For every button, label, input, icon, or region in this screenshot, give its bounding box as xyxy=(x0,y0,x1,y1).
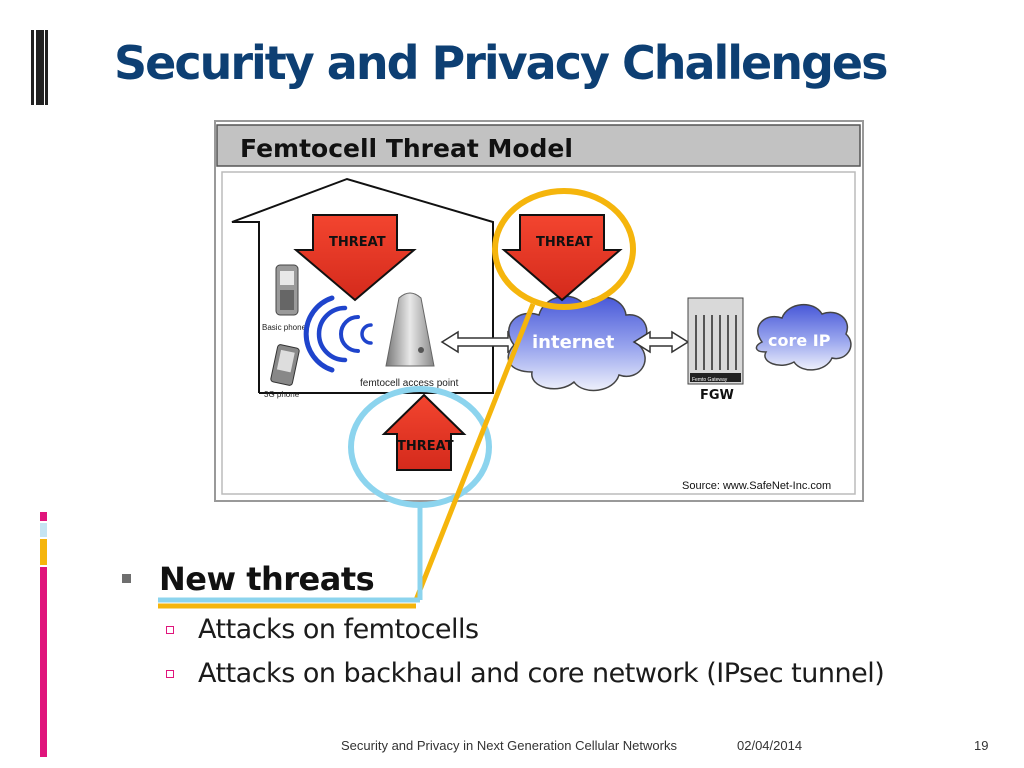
phone-3g-icon xyxy=(270,344,300,386)
threat-label-internet: THREAT xyxy=(536,235,593,250)
access-point-label: femtocell access point xyxy=(360,378,459,389)
gateway-small-label: Femto Gateway xyxy=(692,377,728,383)
basic-phone-label: Basic phone xyxy=(262,323,307,332)
sub-bullet-square-icon xyxy=(166,626,174,634)
figure-header-band xyxy=(216,124,861,167)
sub-bullet-text: Attacks on backhaul and core network (IP… xyxy=(198,658,885,689)
threat-label-access-point: THREAT xyxy=(397,439,454,454)
radio-waves-icon xyxy=(303,295,373,373)
femto-gateway-icon xyxy=(687,297,744,385)
title-deco-bar-2 xyxy=(36,30,44,105)
footer-page-number: 19 xyxy=(974,738,989,753)
title-deco-bar-1 xyxy=(31,30,34,105)
bullet-square-icon xyxy=(122,574,131,583)
threat-arrow-house xyxy=(293,214,417,302)
core-ip-cloud xyxy=(755,304,852,371)
threat-model-diagram: Femtocell Threat Model Basic phone 3G ph… xyxy=(214,120,864,502)
accent-bar-pink-long xyxy=(40,567,47,757)
title-deco-bar-3 xyxy=(45,30,48,105)
phone-3g-label: 3G phone xyxy=(264,390,300,399)
slide-title: Security and Privacy Challenges xyxy=(114,36,889,90)
figure-source: Source: www.SafeNet-Inc.com xyxy=(682,480,831,492)
footer-date: 02/04/2014 xyxy=(737,738,803,753)
figure-header-text: Femtocell Threat Model xyxy=(240,134,573,163)
internet-label: internet xyxy=(532,332,615,353)
sub-bullet-square-icon xyxy=(166,670,174,678)
threat-label-house: THREAT xyxy=(329,235,386,250)
accent-bar-lightblue xyxy=(40,523,47,537)
basic-phone-icon xyxy=(275,264,299,316)
sub-bullet-text: Attacks on femtocells xyxy=(198,614,479,645)
bullet-main-text: New threats xyxy=(159,560,375,598)
accent-bar-pink-small xyxy=(40,512,47,521)
core-ip-label: core IP xyxy=(768,331,831,350)
footer-presentation-title: Security and Privacy in Next Generation … xyxy=(341,738,677,753)
fgw-label: FGW xyxy=(700,388,734,403)
accent-bar-yellow xyxy=(40,539,47,565)
